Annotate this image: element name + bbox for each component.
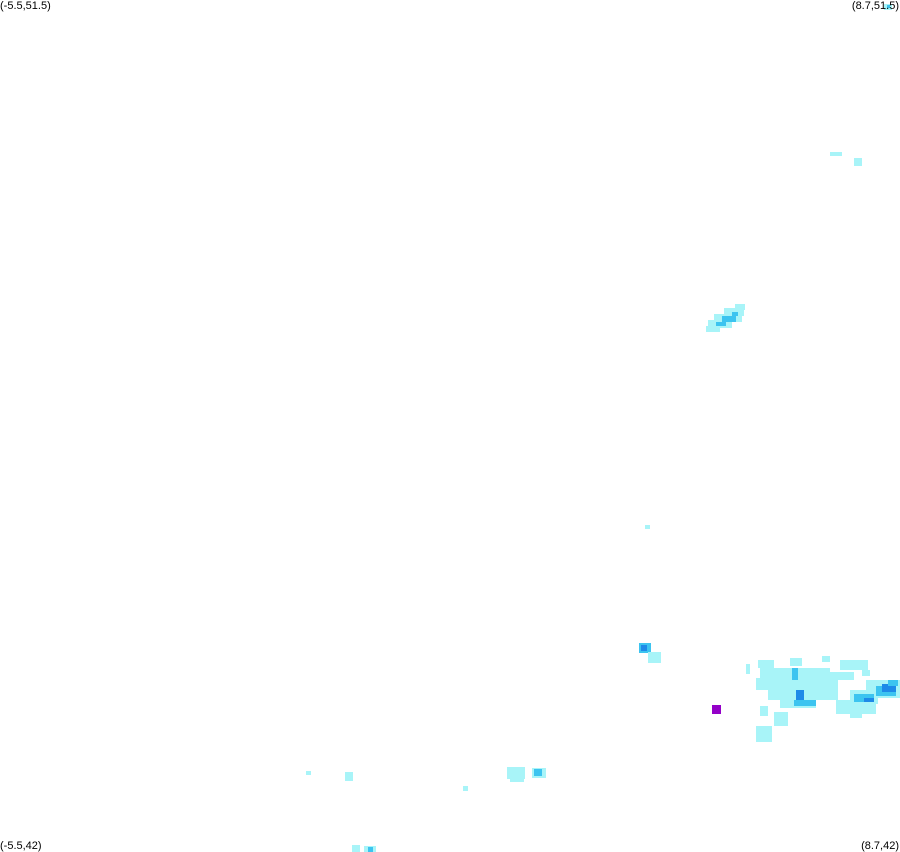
moderate-rain-cell <box>887 5 890 8</box>
extreme-rain-cell <box>712 705 721 714</box>
moderate-rain-cell <box>368 847 373 852</box>
moderate-rain-cell <box>716 322 726 326</box>
light-rain-cell <box>756 678 838 690</box>
light-rain-cell <box>830 152 842 156</box>
light-rain-cell <box>645 525 650 529</box>
light-rain-cell <box>352 845 360 852</box>
corner-label-top-left: (-5.5,51.5) <box>0 0 51 12</box>
light-rain-cell <box>836 700 876 714</box>
light-rain-cell <box>735 304 745 310</box>
heavy-rain-cell <box>796 690 804 700</box>
light-rain-cell <box>850 712 862 718</box>
moderate-rain-cell <box>794 700 816 706</box>
heavy-rain-cell <box>864 698 874 702</box>
light-rain-cell <box>507 767 525 779</box>
light-rain-cell <box>822 656 830 662</box>
corner-label-bottom-right: (8.7,42) <box>861 840 899 852</box>
light-rain-cell <box>862 670 870 676</box>
light-rain-cell <box>510 777 524 782</box>
light-rain-cell <box>706 326 720 332</box>
corner-label-bottom-left: (-5.5,42) <box>0 840 42 852</box>
light-rain-cell <box>756 726 772 742</box>
heavy-rain-cell <box>882 684 896 692</box>
light-rain-cell <box>306 771 311 775</box>
light-rain-cell <box>648 652 661 663</box>
moderate-rain-cell <box>888 680 898 686</box>
light-rain-cell <box>790 658 802 666</box>
light-rain-cell <box>840 660 868 670</box>
light-rain-cell <box>774 712 788 726</box>
light-rain-cell <box>758 660 774 668</box>
light-rain-cell <box>760 706 768 716</box>
moderate-rain-cell <box>792 668 798 680</box>
moderate-rain-cell <box>534 769 542 776</box>
light-rain-cell <box>345 772 353 781</box>
moderate-rain-cell <box>722 316 736 322</box>
moderate-rain-cell <box>732 312 738 316</box>
light-rain-cell <box>463 786 468 791</box>
light-rain-cell <box>830 672 854 680</box>
corner-label-top-right: (8.7,51.5) <box>851 0 899 12</box>
light-rain-cell <box>854 158 862 166</box>
heavy-rain-cell <box>641 645 647 651</box>
light-rain-cell <box>746 664 750 674</box>
